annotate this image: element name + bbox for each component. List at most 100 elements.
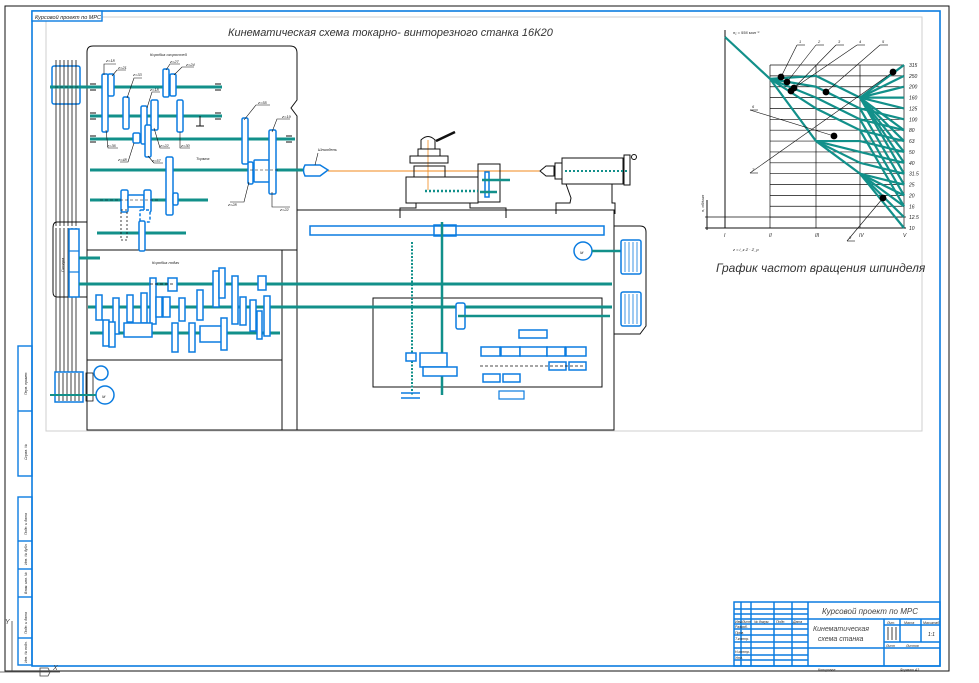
chart-title: График частот вращения шпинделя bbox=[716, 261, 926, 275]
callout-dot bbox=[783, 78, 791, 86]
svg-text:Y: Y bbox=[5, 619, 11, 626]
callout-label: 3 bbox=[838, 39, 841, 44]
x-tick-label: III bbox=[815, 233, 820, 239]
y-tick-label: 10 bbox=[909, 226, 915, 232]
spindle-nose bbox=[302, 164, 330, 177]
tb-row: Разраб. bbox=[735, 625, 748, 629]
callout-dot bbox=[879, 194, 887, 202]
tb-scale-value: 1:1 bbox=[928, 632, 935, 638]
tb-sheets: Листов bbox=[905, 644, 919, 648]
outer-frame bbox=[4, 5, 950, 672]
ray-segment bbox=[815, 140, 861, 164]
side-cell: Перв. примен. bbox=[24, 372, 28, 395]
y-tick-label: 16 bbox=[909, 204, 915, 210]
gear-label: z=27 bbox=[169, 59, 180, 64]
carriage-gear bbox=[484, 171, 490, 198]
y-tick-label: 50 bbox=[909, 150, 915, 156]
callout-label: 6 bbox=[752, 104, 755, 109]
ray-segment bbox=[859, 172, 905, 197]
ray-segment bbox=[769, 77, 817, 88]
feed-box: Коробка подач bbox=[79, 256, 612, 353]
sheet-title-1: Кинематическая bbox=[813, 626, 869, 633]
ray-segment bbox=[859, 64, 905, 99]
y-tick-label: 20 bbox=[908, 193, 915, 199]
ray-segment bbox=[815, 139, 861, 154]
ray-segment bbox=[815, 107, 861, 132]
ray-segment bbox=[859, 85, 905, 99]
drawing-area bbox=[45, 16, 923, 432]
svg-text:X: X bbox=[52, 665, 58, 672]
tb-col: Лист bbox=[741, 620, 751, 624]
callout-dot bbox=[822, 88, 830, 96]
ray-segment bbox=[815, 140, 861, 175]
gear-label: z=18 bbox=[105, 58, 116, 63]
corner-stamp-text: Курсовой проект по МРС bbox=[35, 14, 101, 21]
headstock: Коробка скоростей bbox=[50, 45, 337, 252]
gear-label: z=36 bbox=[106, 143, 117, 148]
sheet-frame bbox=[31, 10, 941, 667]
chart-xlabel: z = i_к Z · Z_р bbox=[732, 247, 759, 252]
chart-top-note: n₁ = 556 мин⁻¹ bbox=[733, 30, 760, 35]
carriage bbox=[399, 130, 507, 218]
callout-dot bbox=[830, 132, 838, 140]
ucs-icon: Y X bbox=[0, 619, 60, 677]
callout-leader bbox=[793, 44, 858, 89]
callout-leader bbox=[780, 44, 798, 78]
motor-label: М bbox=[102, 394, 106, 399]
tb-col: Изм. bbox=[735, 620, 742, 624]
ray-segment bbox=[859, 118, 905, 132]
tb-sheet: Лист bbox=[885, 644, 895, 648]
tb-lit: Лит. bbox=[886, 621, 895, 625]
side-stamp bbox=[17, 345, 33, 666]
gear-label: z=30 bbox=[180, 143, 191, 148]
y-tick-label: 63 bbox=[909, 139, 915, 145]
callout-label: 1 bbox=[799, 39, 801, 44]
y-tick-label: 12.5 bbox=[909, 215, 919, 221]
gear-label: z=48 bbox=[117, 157, 128, 162]
y-tick-label: 200 bbox=[908, 85, 918, 91]
y-tick-label: 315 bbox=[909, 63, 918, 69]
callout-leader bbox=[749, 71, 894, 174]
gear-label: z=55 bbox=[257, 100, 268, 105]
feedbox-label: Коробка подач bbox=[152, 260, 179, 265]
side-cell: Подп. и дата bbox=[24, 612, 28, 634]
callout-label: 7 bbox=[752, 167, 755, 172]
guitar: Гитара bbox=[52, 221, 88, 298]
gear-label: z=33 bbox=[132, 72, 143, 77]
ray-segment bbox=[859, 139, 905, 154]
rack bbox=[309, 225, 605, 236]
tb-col: Дата bbox=[792, 620, 802, 624]
ray-segment bbox=[859, 172, 905, 208]
sheet-title-2: схема станка bbox=[818, 636, 864, 643]
ray-segment bbox=[859, 161, 905, 175]
callout-label: 5 bbox=[882, 39, 885, 44]
ray-segment bbox=[769, 78, 817, 142]
side-cell: Инв. № дубл. bbox=[24, 543, 28, 565]
gear-label: z=21 bbox=[117, 65, 127, 70]
y-tick-label: 31.5 bbox=[909, 172, 919, 178]
ray-segment bbox=[815, 96, 861, 121]
tb-mass: Масса bbox=[904, 621, 914, 625]
course-title: Курсовой проект по МРС bbox=[822, 607, 918, 616]
tb-col: № докум. bbox=[754, 620, 769, 624]
brake-label: Тормоз bbox=[196, 156, 210, 161]
tb-row: Т.контр. bbox=[735, 637, 749, 641]
chart-ylabel: n, об/мин bbox=[700, 194, 705, 212]
callout-leader bbox=[786, 44, 817, 83]
corner-stamp bbox=[31, 10, 103, 22]
motor-label: М bbox=[580, 250, 584, 255]
callout-label: 2 bbox=[817, 39, 821, 44]
x-tick-label: IV bbox=[859, 233, 864, 239]
callout-leader bbox=[790, 44, 837, 92]
main-motor: М bbox=[50, 365, 115, 405]
ray-segment bbox=[859, 129, 905, 143]
y-tick-label: 160 bbox=[909, 96, 918, 102]
y-tick-label: 25 bbox=[908, 183, 915, 189]
ray-segment bbox=[859, 96, 905, 110]
ray-segment bbox=[859, 74, 905, 99]
tb-row: Пров. bbox=[735, 631, 744, 635]
gear-label: z=22 bbox=[159, 143, 170, 148]
gear-label: z=24 bbox=[185, 62, 196, 67]
side-cell: Подп. и дата bbox=[24, 513, 28, 535]
